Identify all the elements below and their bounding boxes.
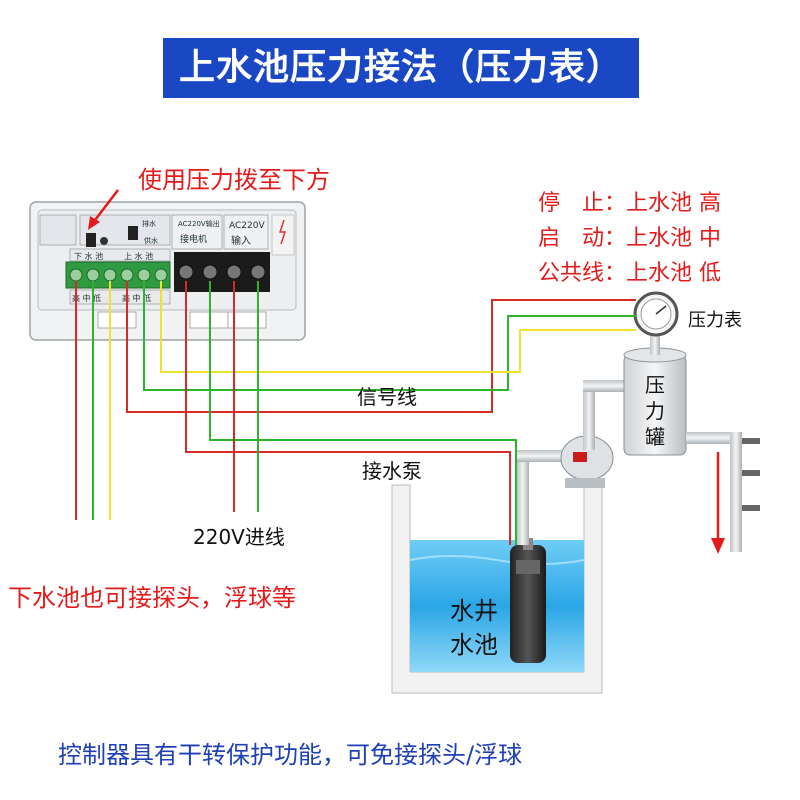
tank-label: 压 力 罐 <box>640 372 670 450</box>
drain-text: 排水 <box>142 219 156 228</box>
tank-label-char: 力 <box>645 399 665 423</box>
legend-start: 启 动：上水池 中 <box>538 226 721 251</box>
wire-green-pump <box>209 281 517 545</box>
lower-marks-text: 高 中 低 <box>72 293 101 303</box>
power-terminal-block <box>174 252 270 292</box>
ac-out-text: AC220V输出 <box>178 219 220 228</box>
title-banner: 上水池压力接法（压力表） <box>163 38 639 98</box>
tank-label-char: 压 <box>645 373 665 397</box>
wire-red-signal <box>126 281 636 413</box>
switch-note: 使用压力拨至下方 <box>138 166 330 194</box>
lower-pool-text: 下 水 池 <box>74 251 103 261</box>
controller-box <box>29 201 306 341</box>
legend-stop: 停 止：上水池 高 <box>538 191 721 216</box>
upper-pool-text: 上 水 池 <box>124 251 153 261</box>
page-title: 上水池压力接法（压力表） <box>178 47 623 88</box>
pipe-system <box>517 291 760 554</box>
footer-note: 控制器具有干转保护功能，可免接探头/浮球 <box>58 741 523 769</box>
power-label: 220V进线 <box>193 525 285 549</box>
green-terminal-block <box>65 261 171 289</box>
switch-arrow <box>88 189 119 230</box>
well-tank <box>391 484 603 694</box>
controller-text: AC220V输出 接电机 AC220V 输入 排水 供水 下 水 池 上 水 池… <box>72 219 265 303</box>
lower-pool-note: 下水池也可接探头，浮球等 <box>8 584 296 612</box>
wires <box>75 281 636 545</box>
well-label-line: 水井 <box>450 597 498 625</box>
supply-text: 供水 <box>144 236 158 245</box>
ac-in-text: AC220V <box>229 221 265 231</box>
well-label: 水井 水池 <box>444 594 504 662</box>
upper-marks-text: 高 中 低 <box>122 293 151 303</box>
motor-text: 接电机 <box>180 233 207 245</box>
well-label-line: 水池 <box>450 631 498 659</box>
input-text: 输入 <box>231 234 251 247</box>
pump-label: 接水泵 <box>362 459 422 483</box>
wire-green-signal <box>143 281 636 391</box>
wire-red-pump <box>185 281 511 545</box>
gauge-label: 压力表 <box>688 310 742 331</box>
tank-label-char: 罐 <box>645 425 665 449</box>
legend-common: 公共线：上水池 低 <box>538 261 721 286</box>
signal-label: 信号线 <box>357 385 417 409</box>
wire-yellow-signal <box>160 281 636 373</box>
